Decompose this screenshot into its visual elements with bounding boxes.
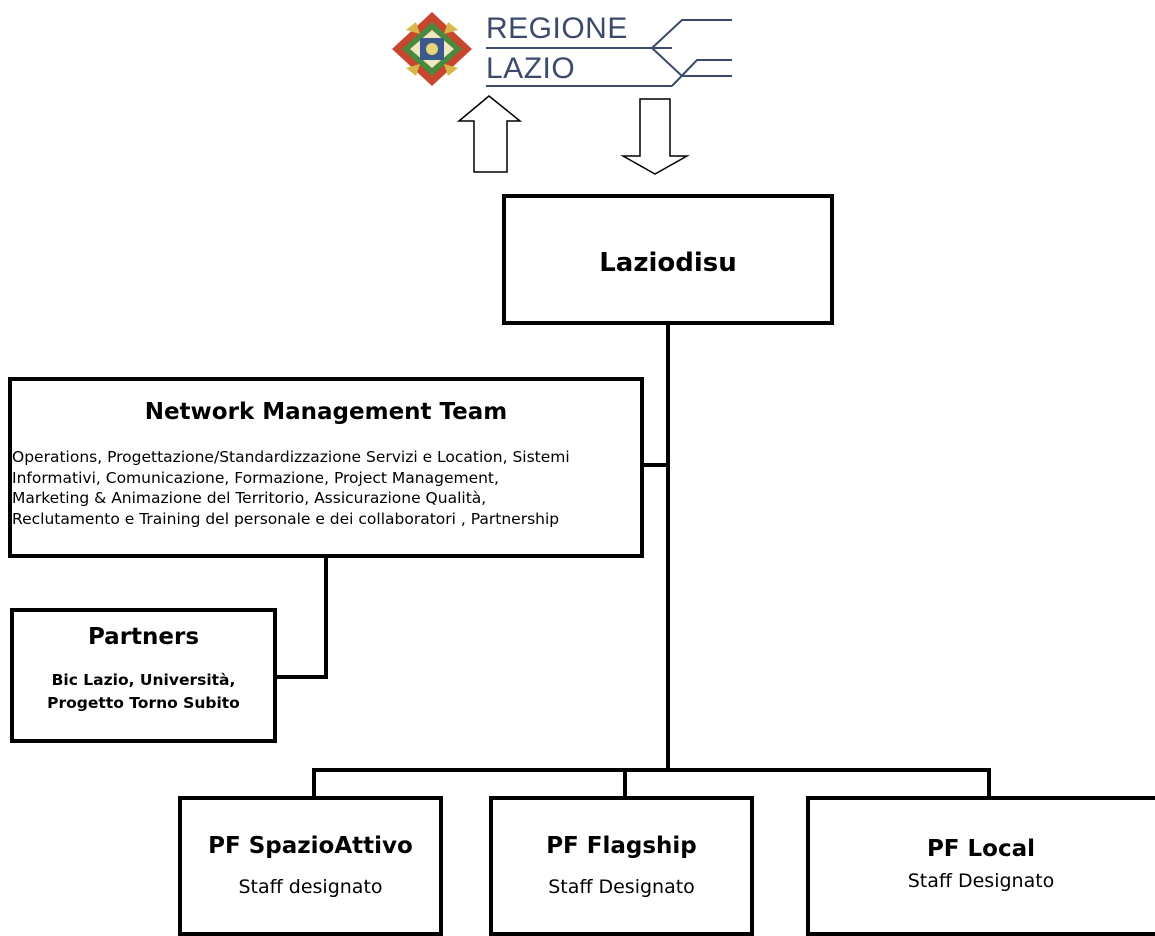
pf-spazioattivo-box: PF SpazioAttivo Staff designato — [178, 796, 443, 936]
nmt-desc-line: Operations, Progettazione/Standardizzazi… — [12, 448, 570, 466]
logo-line-2: LAZIO — [486, 52, 576, 85]
laziodisu-box: Laziodisu — [502, 194, 834, 325]
laziodisu-title: Laziodisu — [599, 248, 737, 278]
pf-flagship-title: PF Flagship — [546, 833, 697, 859]
partners-title: Partners — [87, 624, 200, 650]
logo-line-1: REGIONE — [486, 12, 628, 45]
nmt-desc-line: Reclutamento e Training del personale e … — [12, 509, 560, 528]
network-management-team-box: Network Management Team Operations, Prog… — [8, 377, 644, 558]
pf-flagship-subtitle: Staff Designato — [548, 876, 695, 898]
regione-lazio-logo: REGIONE LAZIO — [382, 8, 732, 90]
partners-desc-line: Progetto Torno Subito — [47, 694, 240, 712]
partners-box: Partners Bic Lazio, Università, Progetto… — [10, 608, 277, 743]
nmt-desc-line: Marketing & Animazione del Territorio, A… — [12, 489, 487, 507]
pf-spazioattivo-subtitle: Staff designato — [238, 876, 383, 898]
partners-description: Bic Lazio, Università, Progetto Torno Su… — [14, 669, 273, 715]
regione-lazio-emblem-icon — [392, 12, 472, 86]
up-arrow-icon — [456, 95, 523, 173]
logo-swoosh-icon — [486, 19, 732, 87]
pf-flagship-box: PF Flagship Staff Designato — [489, 796, 754, 936]
down-arrow-icon — [620, 98, 690, 175]
pf-local-box: PF Local Staff Designato — [806, 796, 1155, 936]
network-management-team-title: Network Management Team — [144, 399, 508, 425]
network-management-team-description: Operations, Progettazione/Standardizzazi… — [12, 447, 636, 529]
partners-desc-line: Bic Lazio, Università, — [51, 671, 236, 689]
nmt-desc-line: Informativi, Comunicazione, Formazione, … — [12, 468, 499, 487]
pf-local-subtitle: Staff Designato — [907, 870, 1055, 892]
pf-spazioattivo-title: PF SpazioAttivo — [208, 833, 413, 859]
pf-local-title: PF Local — [926, 836, 1036, 862]
